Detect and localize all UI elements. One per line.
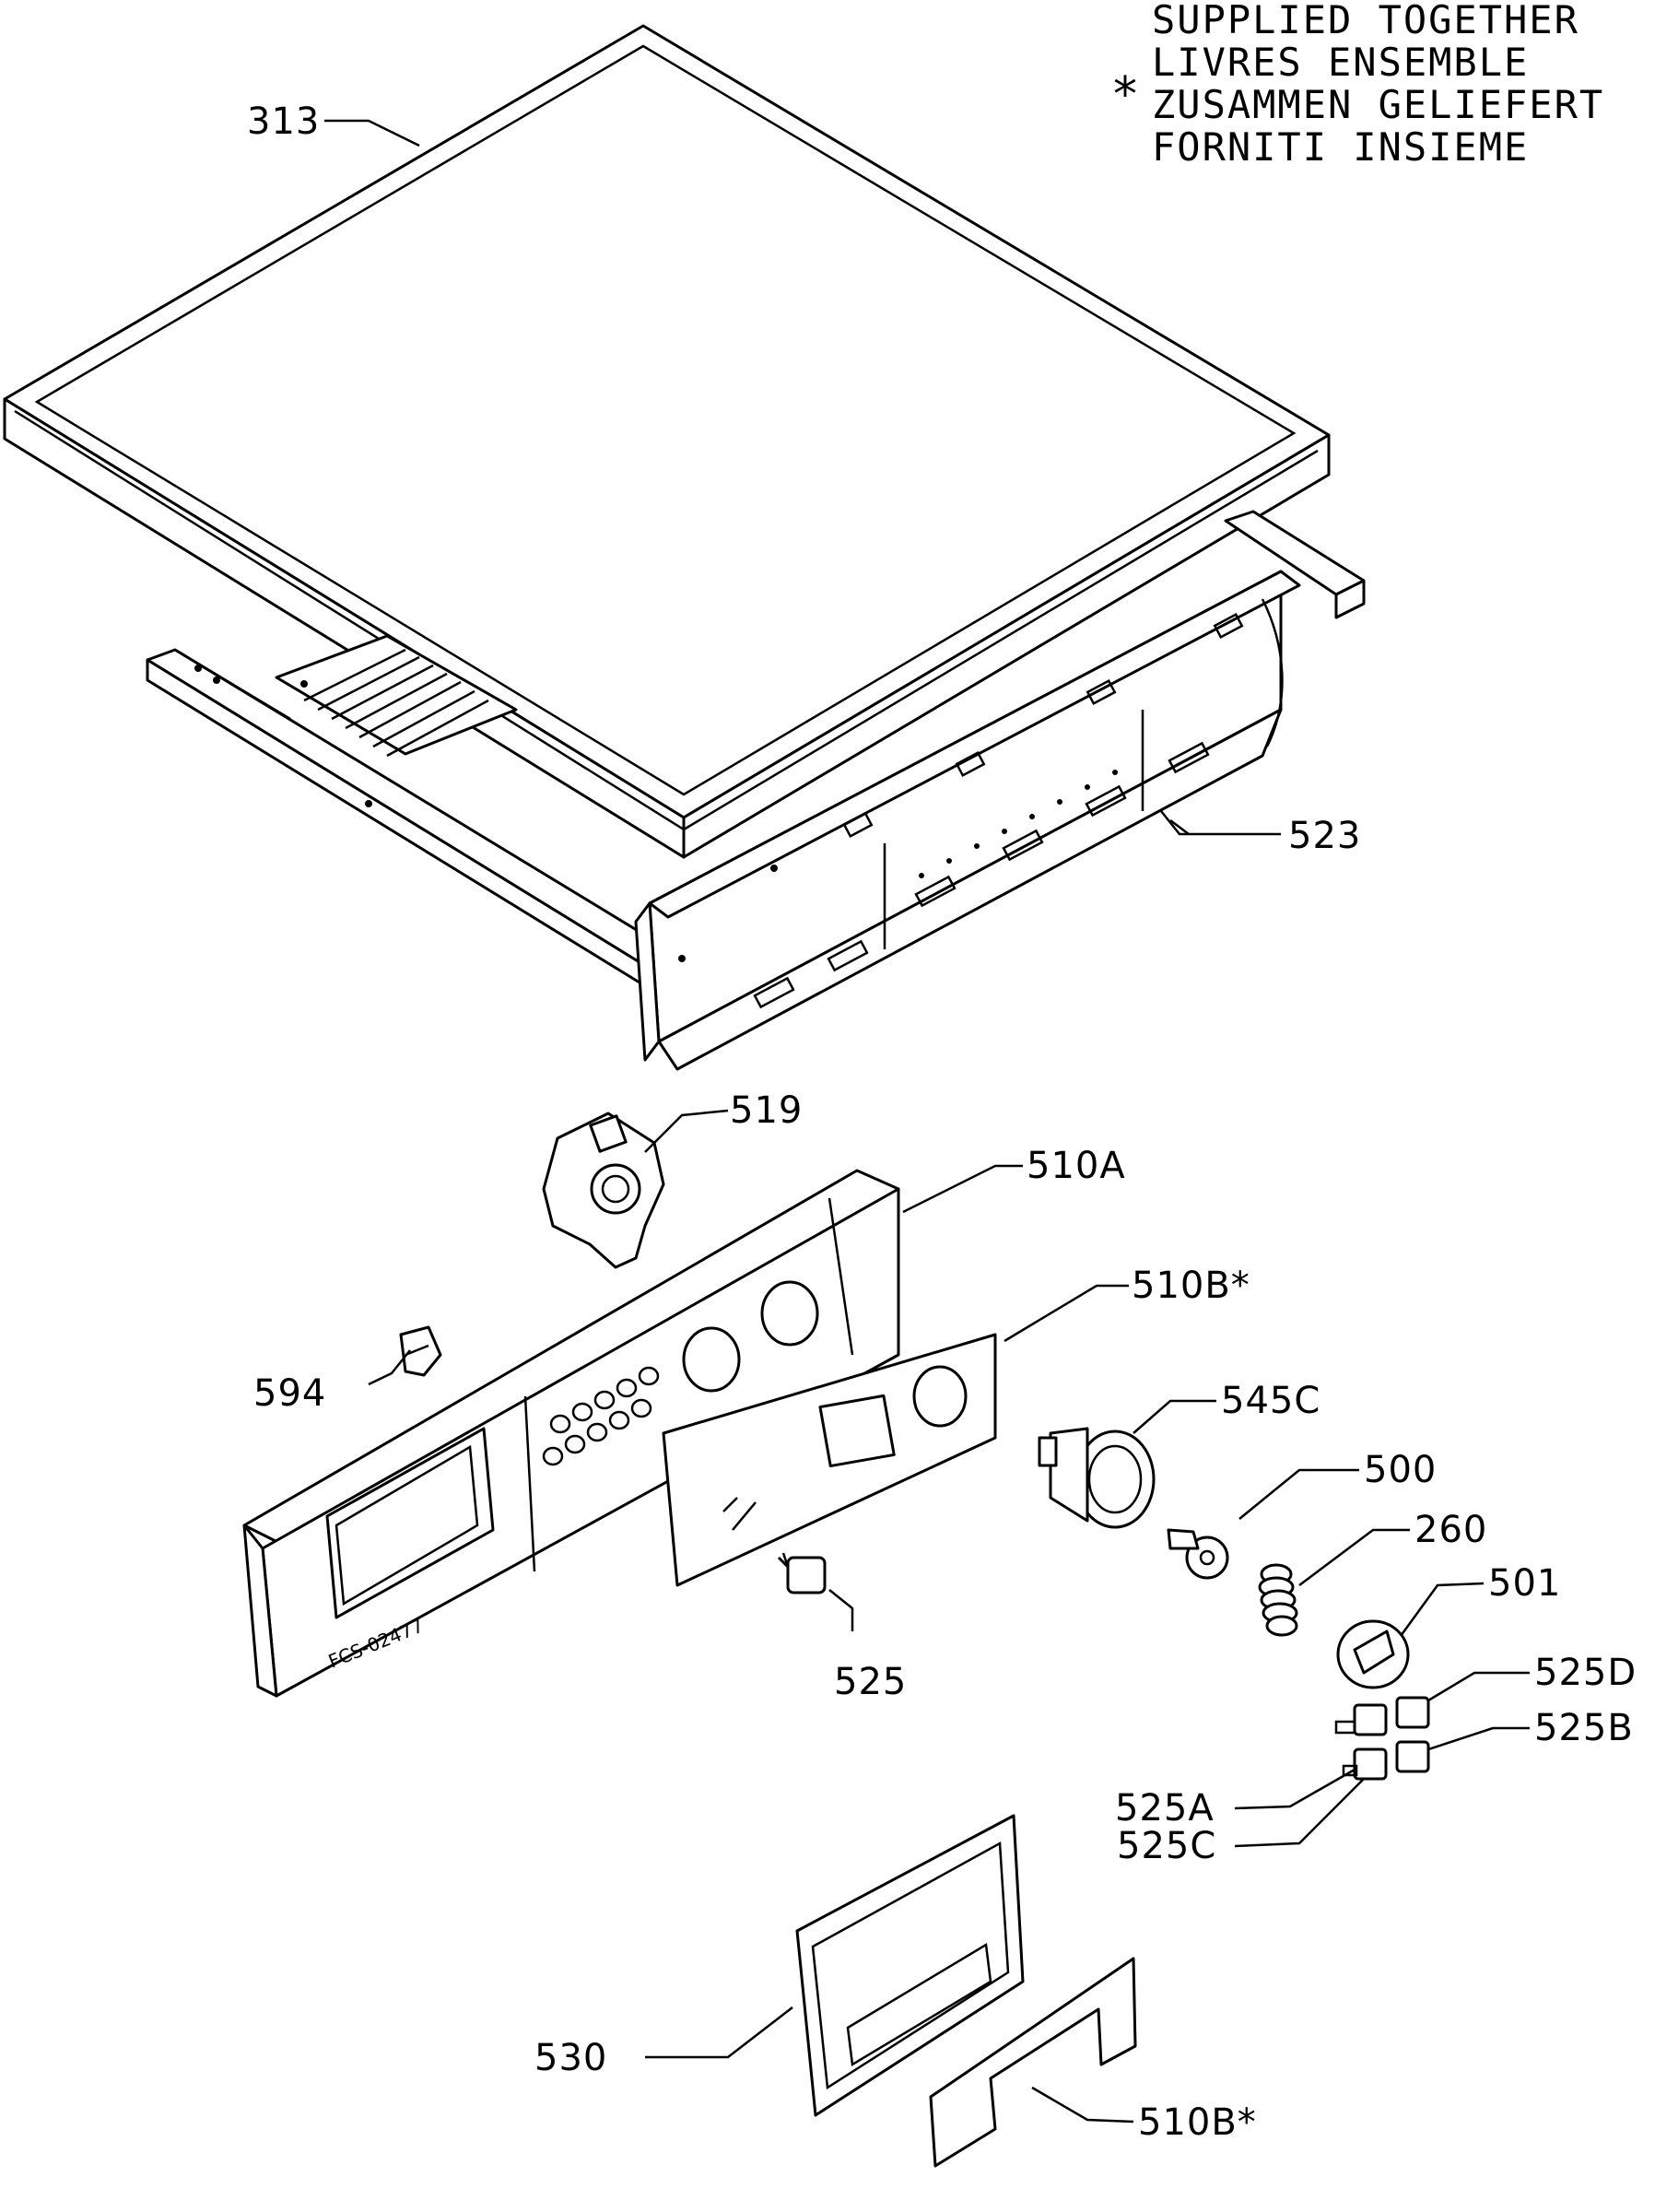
part-519-switch-housing [542,1112,665,1269]
label-525: 525 [834,1661,907,1703]
legend-asterisk: * [1113,67,1137,123]
label-510b-bottom: 510B* [1138,2101,1257,2144]
label-500: 500 [1364,1449,1437,1491]
legend: SUPPLIED TOGETHER LIVRES ENSEMBLE * ZUSA… [1113,0,1604,170]
label-594: 594 [253,1372,326,1415]
legend-line-1: SUPPLIED TOGETHER [1152,0,1579,42]
part-525abcd-buttons [1334,1696,1430,1781]
part-510b-drawer-plate [929,1957,1137,2168]
part-510a-front-panel: FCS-02477 [242,1169,900,1698]
part-labels: 313 523 519 510A 510B* 594 545C 500 260 … [247,100,1637,2144]
vent-slots [303,648,489,758]
label-525d: 525D [1534,1652,1637,1694]
part-530-drawer [795,1814,1025,2117]
part-594-button [399,1325,442,1377]
part-260-spring [1258,1563,1298,1637]
label-260: 260 [1414,1509,1487,1551]
label-510b-top: 510B* [1132,1265,1250,1307]
legend-line-4: FORNITI INSIEME [1152,124,1529,170]
label-523: 523 [1288,815,1361,857]
label-525b: 525B [1534,1707,1634,1749]
label-525a: 525A [1115,1787,1215,1830]
part-510b-decor-plate [662,1333,997,1587]
label-545c: 545C [1221,1380,1320,1422]
part-501-knob [1336,1619,1410,1689]
label-530: 530 [534,2037,607,2079]
label-313: 313 [247,100,320,143]
legend-line-3: ZUSAMMEN GELIEFERT [1152,82,1604,127]
part-525-push-button [777,1552,827,1594]
part-313-lid [3,24,1331,859]
frame-slots [753,613,1244,1009]
label-510a: 510A [1027,1145,1126,1187]
button-holes [542,1366,660,1466]
leader-lines [324,119,1530,2124]
part-545c-lamp-holder [1038,1427,1156,1529]
part-523-frame [146,510,1366,1071]
frame-holes [194,665,1118,962]
label-501: 501 [1488,1562,1561,1605]
legend-line-2: LIVRES ENSEMBLE [1152,40,1529,85]
label-519: 519 [730,1089,803,1132]
part-500-switch [1167,1528,1229,1580]
label-525c: 525C [1117,1825,1216,1867]
